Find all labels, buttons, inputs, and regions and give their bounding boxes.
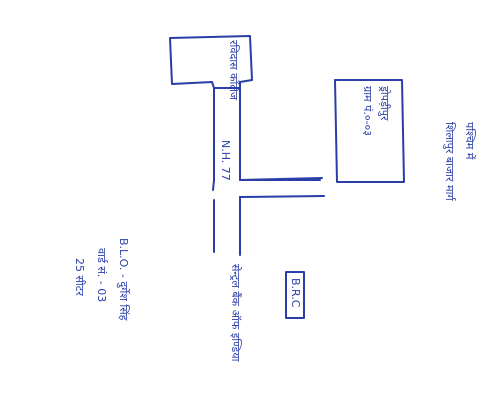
- office-label-line2: ग्राम पं.०-०३: [361, 86, 374, 136]
- brc-label: B.R.C: [289, 278, 302, 308]
- brc-box-outline: [285, 271, 305, 319]
- north-note-line2: शिलापुर बाजार मार्ग: [443, 122, 456, 202]
- highway-left-edge: [212, 87, 215, 191]
- highway-label: N.H. 77: [219, 140, 232, 181]
- office-label-line1: ड्रोपड़ीपुर: [378, 85, 391, 121]
- office-box-outline: [334, 79, 405, 183]
- left-note-line2: वार्ड सं. - 03: [95, 248, 108, 302]
- college-label: रविदास कॉलेज: [227, 40, 240, 101]
- crossroad-lower-edge: [239, 195, 325, 198]
- highway-right-edge: [239, 87, 321, 181]
- left-note-line1: B.L.O. - दुर्गेश सिंह: [116, 238, 130, 321]
- crossroad-upper-edge: [239, 177, 323, 181]
- bank-label: सेन्ट्रल बैंक ऑफ इण्डिया: [229, 264, 242, 362]
- north-note-line1: पश्चिम में: [463, 122, 476, 160]
- left-note-line3: 25 सीटर: [73, 258, 86, 296]
